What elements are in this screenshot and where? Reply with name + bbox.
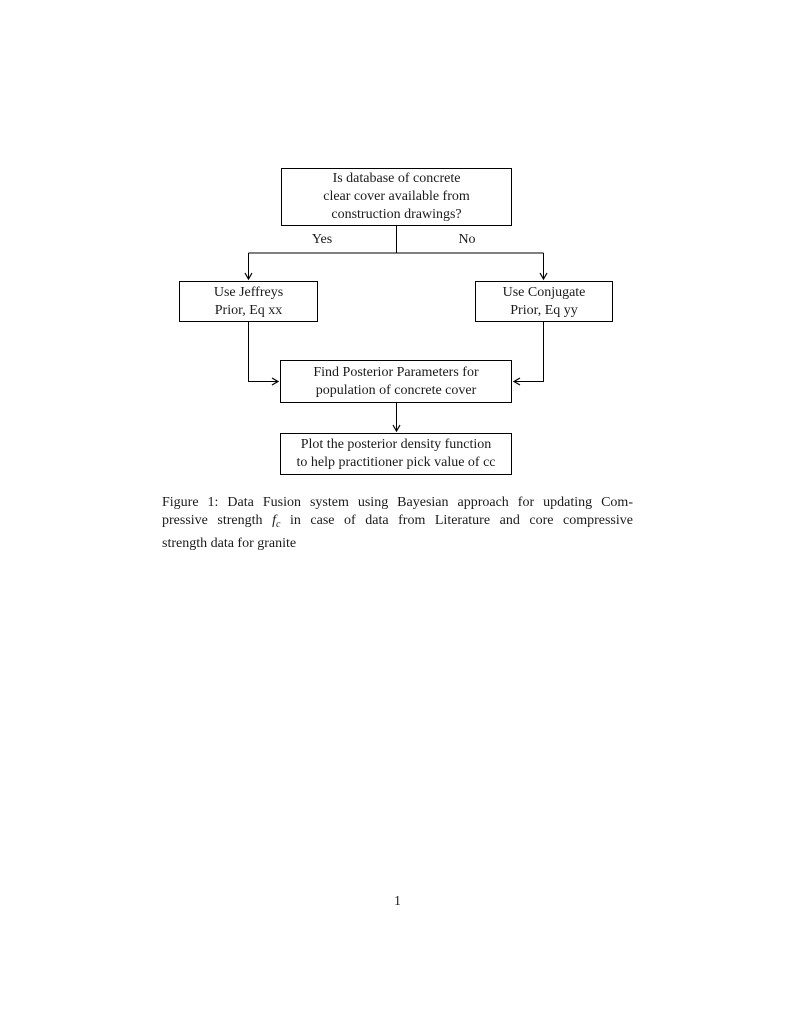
caption-line1: Figure 1: Data Fusion system using Bayes… — [162, 495, 633, 510]
decision-text-line1: Is database of concrete — [332, 171, 461, 186]
posterior-text-line2: population of concrete cover — [315, 382, 477, 398]
caption-line2-post: in case of data from Literature and core… — [280, 513, 633, 529]
posterior-text-line1: Find Posterior Parameters for — [313, 364, 479, 380]
page-number: 1 — [394, 893, 401, 908]
plot-text-line2: to help practitioner pick value of cc — [296, 455, 496, 470]
flowchart-node-plot-density: Plot the posterior density function to h… — [280, 433, 512, 475]
flowchart-node-conjugate-prior: Use Conjugate Prior, Eq yy — [475, 281, 613, 322]
decision-text-line2: clear cover available from — [323, 189, 470, 204]
flowchart-node-jeffreys-prior: Use Jeffreys Prior, Eq xx — [179, 281, 318, 322]
plot-text-line1: Plot the posterior density function — [300, 437, 492, 452]
jeffreys-text-line1: Use Jeffreys — [213, 284, 284, 300]
figure-caption: Figure 1: Data Fusion system using Bayes… — [162, 494, 633, 553]
flowchart-node-posterior-parameters: Find Posterior Parameters for population… — [280, 360, 512, 403]
caption-math-fc-subscript: c — [275, 519, 281, 531]
decision-text-line3: construction drawings? — [331, 207, 462, 222]
flowchart-node-decision: Is database of concrete clear cover avai… — [281, 168, 512, 226]
conjugate-text-line2: Prior, Eq yy — [510, 302, 578, 318]
conjugate-text-line1: Use Conjugate — [502, 284, 586, 300]
connector-jeffreys-to-posterior — [248, 322, 280, 386]
jeffreys-text-line2: Prior, Eq xx — [214, 302, 283, 318]
caption-line2: pressive strength fc in case of data fro… — [162, 512, 633, 534]
caption-line2-pre: pressive strength — [162, 513, 273, 529]
connector-conjugate-to-posterior — [512, 322, 544, 386]
branch-label-yes: Yes — [311, 232, 333, 247]
branch-label-no: No — [458, 232, 476, 247]
caption-line3: strength data for granite — [162, 535, 297, 551]
caption-math-fc: f — [272, 513, 276, 529]
